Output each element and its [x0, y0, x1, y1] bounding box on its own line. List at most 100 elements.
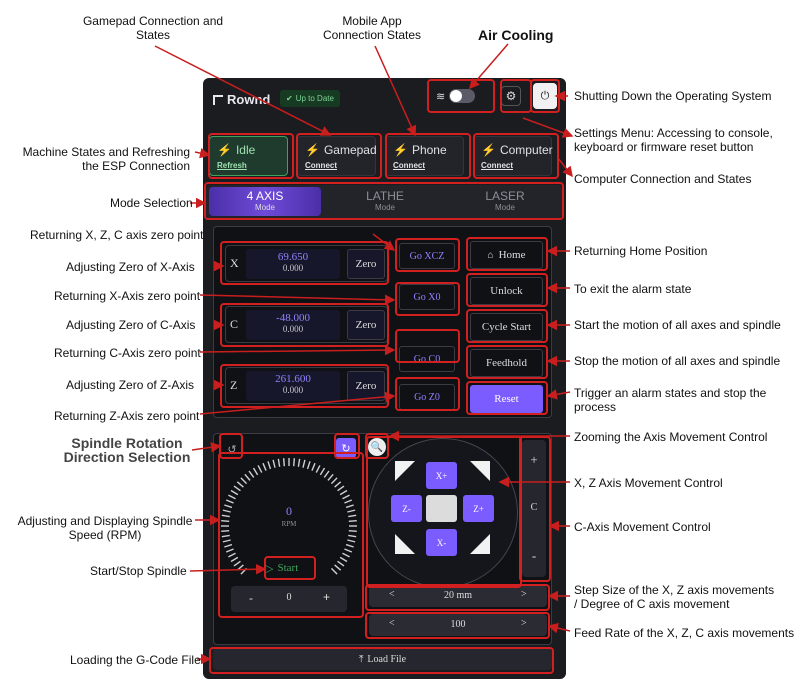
jog-z-minus-button[interactable]: Z-	[391, 495, 422, 522]
jog-x-plus-button[interactable]: X+	[426, 462, 457, 489]
spindle-start-button[interactable]: ▷Start	[265, 560, 315, 576]
cycle-start-button[interactable]: Cycle Start	[470, 313, 543, 341]
gear-icon: ⚙	[505, 89, 517, 103]
gauge-tick	[221, 530, 230, 533]
note-return-xzc: Returning X, Z, C axis zero point	[30, 228, 204, 242]
gauge-tick	[222, 509, 231, 513]
status-badge: ✔Up to Date	[280, 90, 340, 107]
rpm-unit: RPM	[281, 520, 297, 528]
gauge-tick	[228, 494, 236, 500]
feed-rate-selector[interactable]: <100>	[369, 614, 547, 636]
toggle-knob	[450, 90, 463, 102]
settings-button[interactable]: ⚙	[501, 86, 521, 106]
jog-diag-up-left[interactable]	[395, 461, 415, 481]
gauge-tick	[347, 509, 356, 513]
axis-zero-button[interactable]: Zero	[347, 310, 385, 340]
note-zoom: Zooming the Axis Movement Control	[574, 430, 768, 444]
unlock-button[interactable]: Unlock	[470, 277, 543, 305]
power-button[interactable]: ⏻	[533, 83, 557, 109]
reset-button[interactable]: Reset	[470, 385, 543, 413]
c-plus-button[interactable]: +	[530, 452, 538, 467]
axis-value: 69.650	[277, 251, 309, 263]
go-x0-button[interactable]: Go X0	[399, 284, 455, 310]
connection-name: ⚡Phone	[393, 143, 447, 157]
speed-plus-button[interactable]: +	[323, 590, 331, 604]
gauge-tick	[345, 504, 354, 509]
cycle-start-button-label: Cycle Start	[481, 321, 532, 333]
jog-z-plus-button[interactable]: Z+	[463, 495, 494, 522]
mode-name: LASER	[485, 189, 525, 203]
note-spindle-dir: Spindle Rotation Direction Selection	[63, 435, 191, 465]
note-return-home: Returning Home Position	[574, 244, 708, 258]
bolt-icon: ⚡	[393, 143, 408, 157]
note-mobile-conn: Mobile App Connection States	[322, 14, 422, 42]
connection-label: Phone	[411, 143, 447, 157]
gauge-tick	[337, 485, 345, 492]
jog-center-button[interactable]	[426, 495, 457, 522]
go-c0-button[interactable]: Go C0	[399, 346, 455, 372]
axis-zero-button[interactable]: Zero	[347, 249, 385, 279]
home-button[interactable]: ⌂Home	[470, 241, 543, 269]
mode-sub: Mode	[374, 203, 395, 212]
axis-value: -48.000	[276, 312, 310, 324]
gauge-tick	[277, 458, 281, 467]
axis-sub-value: 0.000	[282, 385, 304, 395]
step-size-selector-next[interactable]: >	[521, 589, 527, 600]
connection-action-link[interactable]: Refresh	[217, 161, 247, 170]
mode-sub: Mode	[254, 203, 275, 212]
air-cooling-toggle[interactable]: ≋	[436, 84, 492, 108]
spindle-speed-stepper[interactable]: -0+	[231, 586, 347, 612]
connection-action-link[interactable]: Connect	[305, 161, 337, 170]
spindle-direction-cw-button[interactable]: ↻	[336, 438, 356, 458]
toggle-switch[interactable]	[449, 89, 476, 103]
feedhold-button[interactable]: Feedhold	[470, 349, 543, 377]
gauge-tick	[348, 514, 357, 518]
gauge-tick	[339, 556, 348, 563]
axis-value: 261.600	[275, 373, 311, 385]
zoom-button[interactable]: 🔍	[368, 438, 386, 456]
gauge-tick	[244, 473, 251, 481]
connection-action-link[interactable]: Connect	[393, 161, 425, 170]
gauge-tick	[293, 458, 296, 467]
note-gamepad-conn: Gamepad Connection and States	[82, 14, 224, 42]
bolt-icon: ⚡	[217, 143, 232, 157]
jog-diag-down-left[interactable]	[395, 534, 415, 554]
unlock-button-label: Unlock	[490, 285, 523, 297]
gauge-tick	[282, 458, 285, 467]
spindle-start-label: Start	[277, 562, 299, 574]
jog-x-minus-button[interactable]: X-	[426, 529, 457, 556]
note-adjust-c: Adjusting Zero of C-Axis	[66, 318, 196, 332]
gauge-tick	[233, 485, 241, 492]
step-size-selector[interactable]: <20 mm>	[369, 585, 547, 607]
axis-label: C	[230, 317, 239, 331]
go-z0-button[interactable]: Go Z0	[399, 384, 455, 410]
note-settings: Settings Menu: Accessing to console, key…	[574, 126, 773, 154]
gauge-tick	[240, 567, 248, 575]
jog-diag-down-right[interactable]	[470, 534, 490, 554]
jog-diag-up-right[interactable]	[470, 461, 490, 481]
note-return-x: Returning X-Axis zero point	[54, 289, 201, 303]
gauge-tick	[344, 499, 353, 504]
connection-action-link[interactable]: Connect	[481, 161, 513, 170]
load-file-button[interactable]: ⤒Load File	[213, 648, 552, 670]
gauge-tick	[225, 548, 234, 553]
fan-icon: ≋	[436, 90, 446, 103]
gauge-tick	[267, 461, 272, 470]
c-minus-button[interactable]: -	[531, 548, 537, 563]
note-adjust-z: Adjusting Zero of Z-Axis	[66, 378, 195, 392]
axis-zero-button[interactable]: Zero	[347, 371, 385, 401]
go-xcz-button[interactable]: Go XCZ	[399, 243, 455, 269]
bolt-icon: ⚡	[481, 143, 496, 157]
feed-rate-selector-next[interactable]: >	[521, 618, 527, 629]
gauge-tick	[224, 504, 233, 509]
